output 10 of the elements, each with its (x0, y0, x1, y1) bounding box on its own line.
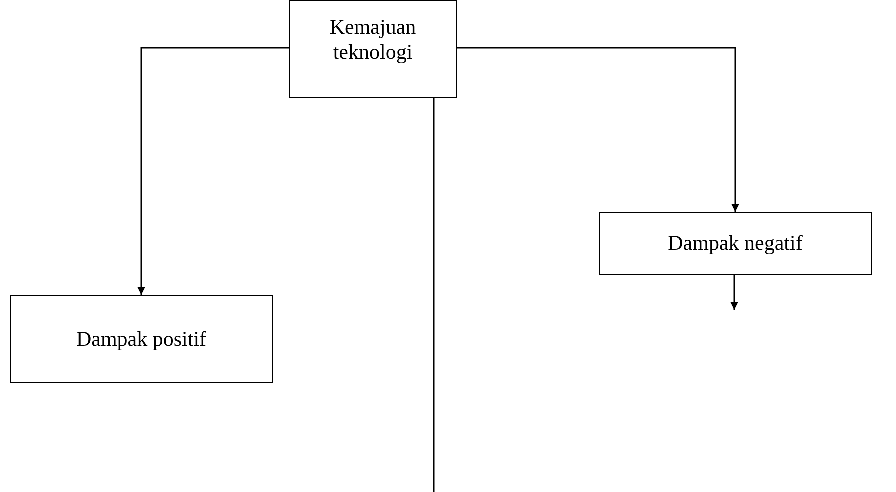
connector-line (433, 98, 435, 492)
box-label: Kemajuan teknologi (328, 15, 418, 65)
arrow (138, 47, 289, 295)
process-box (289, 0, 457, 98)
box-label: Dampak negatif (668, 231, 803, 256)
process-box (10, 295, 273, 383)
arrow (730, 275, 738, 310)
arrow (457, 47, 740, 212)
box-label: Dampak positif (76, 326, 207, 352)
process-box (599, 212, 872, 275)
